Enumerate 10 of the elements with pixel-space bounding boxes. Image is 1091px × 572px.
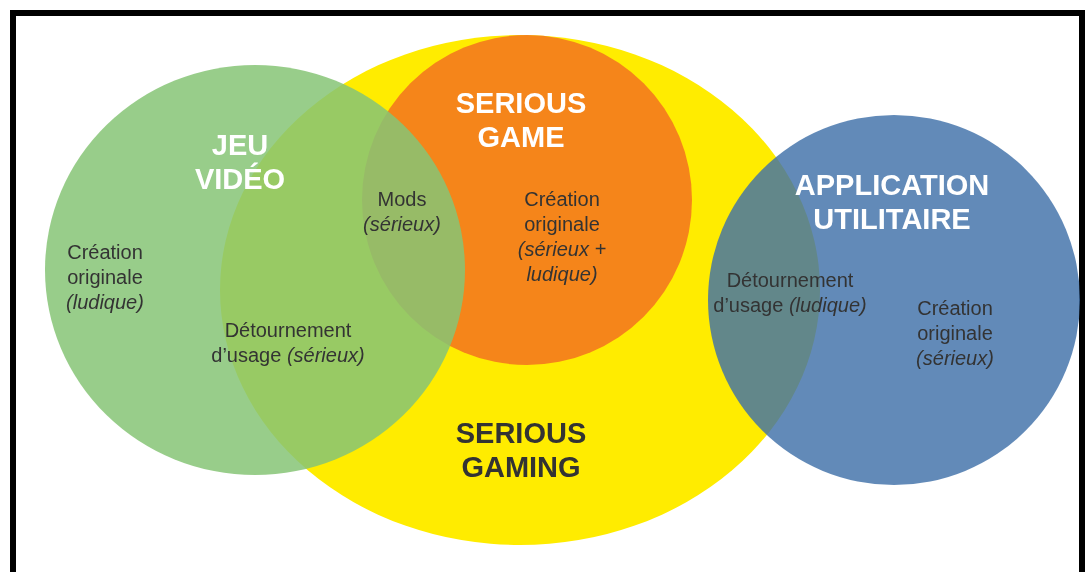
region-label: Mods (sérieux): [362, 187, 442, 237]
set-title: SERIOUS GAMING: [454, 416, 588, 484]
region-label: Détournement d’usage (sérieux): [210, 318, 366, 368]
region-label: Création originale (sérieux + ludique): [516, 187, 608, 287]
region-label: Création originale (sérieux): [915, 296, 995, 371]
set-title: JEU VIDÉO: [193, 128, 287, 196]
region-label: Détournement d’usage (ludique): [712, 268, 868, 318]
region-label: Création originale (ludique): [65, 240, 145, 315]
set-title: SERIOUS GAME: [454, 86, 588, 154]
set-title: APPLICATION UTILITAIRE: [793, 168, 991, 236]
